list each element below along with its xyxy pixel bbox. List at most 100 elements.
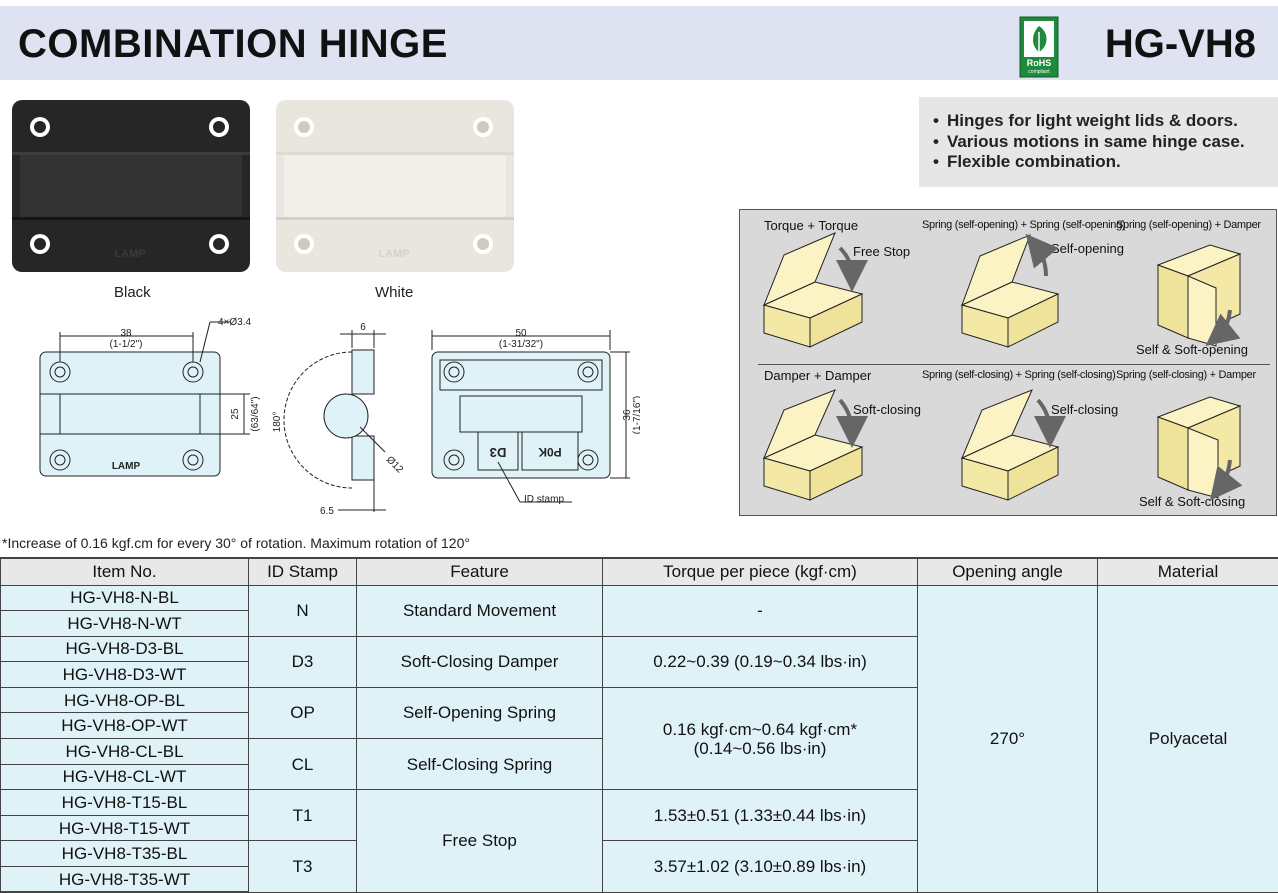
id-stamp: CL (248, 738, 357, 791)
dim-angle: 180° (272, 412, 283, 433)
table-row: HG-VH8-T35-WT (0, 866, 1278, 893)
feature-item: Hinges for light weight lids & doors. (933, 111, 1278, 132)
col-header-feature: Feature (356, 557, 603, 586)
motion-sub: Self-opening (1051, 241, 1124, 256)
motion-head: Torque + Torque (764, 218, 859, 233)
white-hinge-photo: LAMP (276, 100, 514, 272)
dim-back-width-in: (1-31/32") (499, 339, 543, 350)
stamp-d3: D3 (490, 445, 507, 460)
page-title: COMBINATION HINGE (18, 22, 448, 66)
item-no: HG-VH8-CL-WT (0, 763, 249, 791)
id-stamp: OP (248, 686, 357, 740)
col-header-item: Item No. (0, 557, 249, 586)
white-label: White (375, 284, 414, 301)
panel-divider (758, 364, 1270, 365)
torque-line: (0.14~0.56 lbs·in) (693, 738, 827, 758)
motion-head: Spring (self-closing) + Damper (1116, 369, 1256, 381)
id-stamp-label: ID stamp (524, 494, 564, 505)
id-stamp: D3 (248, 635, 357, 688)
header-bar: COMBINATION HINGE RoHS compliant HG-VH8 (0, 6, 1278, 80)
black-hinge-photo: LAMP (12, 100, 250, 272)
spec-table: Item No. ID Stamp Feature Torque per pie… (0, 557, 1278, 893)
torque: - (602, 584, 918, 637)
box-open-lid-icon (960, 233, 1060, 348)
dim-holes: 4×Ø3.4 (218, 317, 252, 328)
torque: 1.53±0.51 (1.33±0.44 lbs·in) (602, 789, 918, 842)
white-photo-logo: LAMP (378, 248, 409, 260)
table-row: HG-VH8-N-BL N Standard Movement - 270° P… (0, 584, 1278, 893)
dim-back-height-in: (1-7/16") (632, 396, 640, 435)
dim-back-width: 50 (515, 328, 527, 339)
material: Polyacetal (1097, 584, 1278, 893)
feature-item: Flexible combination. (933, 152, 1278, 173)
item-no: HG-VH8-D3-WT (0, 661, 249, 688)
table-row: HG-VH8-D3-BL D3 Soft-Closing Damper 0.22… (0, 635, 1278, 688)
item-no: HG-VH8-T35-BL (0, 840, 249, 868)
dim-thickness: 6 (360, 322, 366, 333)
torque-line: 0.16 kgf·cm~0.64 kgf·cm* (662, 719, 858, 739)
motion-head: Spring (self-closing) + Spring (self-clo… (922, 369, 1116, 381)
item-no: HG-VH8-OP-WT (0, 712, 249, 740)
table-row: HG-VH8-T15-BL T1 Free Stop 1.53±0.51 (1.… (0, 789, 1278, 893)
feature-list: Hinges for light weight lids & doors. Va… (919, 97, 1278, 187)
box-side-door-icon (1156, 244, 1242, 347)
feature: Self-Closing Spring (356, 738, 603, 791)
item-no: HG-VH8-T15-WT (0, 814, 249, 842)
table-row: HG-VH8-OP-WT (0, 712, 1278, 740)
opening-angle: 270° (917, 584, 1098, 893)
col-header-angle: Opening angle (917, 557, 1098, 586)
table-row: HG-VH8-OP-BL OP Self-Opening Spring 0.16… (0, 686, 1278, 791)
motion-sub: Self-closing (1051, 402, 1119, 417)
table-row: HG-VH8-D3-WT (0, 661, 1278, 688)
col-header-torque: Torque per piece (kgf·cm) (602, 557, 918, 586)
item-no: HG-VH8-N-BL (0, 584, 249, 612)
black-photo-logo: LAMP (114, 248, 145, 260)
torque: 0.22~0.39 (0.19~0.34 lbs·in) (602, 635, 918, 688)
feature: Soft-Closing Damper (356, 635, 603, 688)
col-header-stamp: ID Stamp (248, 557, 357, 586)
dim-width-in: (1-1/2") (109, 339, 142, 350)
torque: 3.57±1.02 (3.10±0.89 lbs·in) (602, 840, 918, 893)
torque: 0.16 kgf·cm~0.64 kgf·cm* (0.14~0.56 lbs·… (602, 686, 918, 791)
dim-back-height: 36 (622, 409, 633, 421)
table-row: HG-VH8-T35-BL T3 3.57±1.02 (3.10±0.89 lb… (0, 840, 1278, 893)
motion-head: Spring (self-opening) + Damper (1116, 219, 1261, 231)
motion-head: Spring (self-opening) + Spring (self-ope… (922, 219, 1126, 231)
motion-combination-panel: Torque + Torque Spring (self-opening) + … (739, 209, 1277, 516)
drawing-logo: LAMP (112, 461, 141, 472)
feature-item: Various motions in same hinge case. (933, 132, 1278, 153)
feature: Free Stop (356, 789, 603, 893)
dim-height: 25 (230, 408, 241, 420)
dim-width: 38 (120, 328, 132, 339)
motion-head: Damper + Damper (764, 368, 872, 383)
id-stamp: T3 (248, 840, 357, 893)
motion-sub: Soft-closing (853, 402, 921, 417)
table-row: HG-VH8-T15-WT (0, 814, 1278, 842)
box-side-door-icon (1156, 396, 1243, 501)
stamp-pok: P0K (538, 445, 562, 459)
box-open-lid-icon (960, 389, 1066, 501)
feature: Standard Movement (356, 584, 603, 637)
dim-height-in: (63/64") (250, 396, 261, 431)
technical-drawing: 38 (1-1/2") 4×Ø3.4 25 (63/64") LAMP 6 18… (39, 317, 640, 517)
model-number: HG-VH8 (1104, 22, 1256, 66)
box-open-lid-icon (762, 232, 868, 348)
col-header-material: Material (1097, 557, 1278, 586)
table-row: HG-VH8-CL-WT (0, 763, 1278, 791)
rohs-text: RoHS (1027, 58, 1052, 68)
item-no: HG-VH8-D3-BL (0, 635, 249, 663)
box-open-lid-icon (762, 389, 868, 501)
item-no: HG-VH8-N-WT (0, 610, 249, 637)
motion-sub: Free Stop (853, 244, 911, 259)
rohs-badge-icon: RoHS compliant (1019, 16, 1059, 78)
footnote: *Increase of 0.16 kgf.cm for every 30° o… (2, 535, 470, 551)
dim-dia: Ø12 (384, 454, 405, 475)
table-row: HG-VH8-N-WT (0, 610, 1278, 637)
feature: Self-Opening Spring (356, 686, 603, 740)
black-label: Black (114, 284, 151, 301)
id-stamp: T1 (248, 789, 357, 842)
motion-illustrations (762, 232, 1243, 501)
item-no: HG-VH8-T15-BL (0, 789, 249, 816)
item-no: HG-VH8-T35-WT (0, 866, 249, 893)
dim-offset: 6.5 (320, 506, 334, 517)
